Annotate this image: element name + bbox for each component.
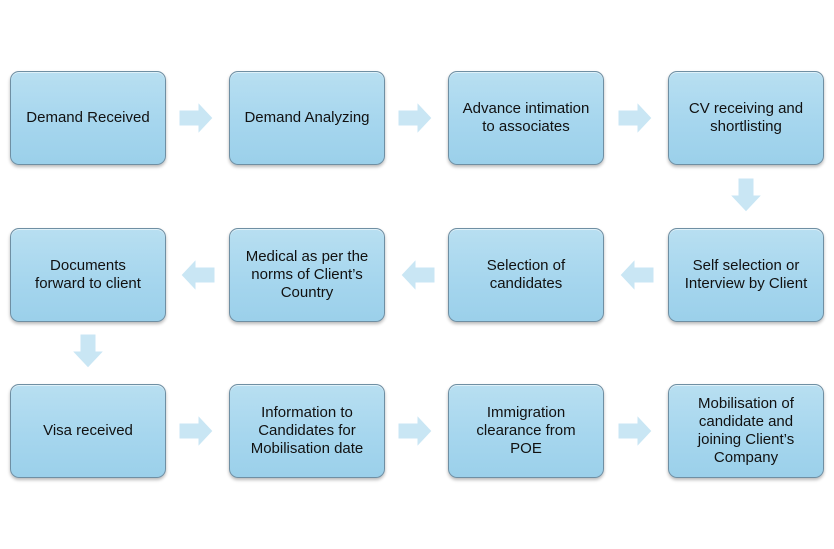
step-selection-of-candidates: Selection of candidates xyxy=(448,228,604,322)
step-label: Immigration clearance from POE xyxy=(476,404,576,457)
arrow-right-icon xyxy=(397,413,433,449)
arrow-right-icon xyxy=(397,100,433,136)
step-mobilisation: Mobilisation of candidate and joining Cl… xyxy=(668,384,824,478)
step-label: Documents forward to client xyxy=(35,257,141,292)
arrow-left-icon xyxy=(619,257,655,293)
step-label: Mobilisation of candidate and joining Cl… xyxy=(697,395,795,466)
step-advance-intimation: Advance intimation to associates xyxy=(448,71,604,165)
step-label: Visa received xyxy=(43,422,133,439)
arrow-right-icon xyxy=(178,100,214,136)
step-label: Demand Received xyxy=(26,109,150,126)
step-medical: Medical as per the norms of Client’s Cou… xyxy=(229,228,385,322)
step-information-to-candidates: Information to Candidates for Mobilisati… xyxy=(229,384,385,478)
arrow-right-icon xyxy=(617,413,653,449)
step-label: Medical as per the norms of Client’s Cou… xyxy=(245,248,369,301)
step-label: Selection of candidates xyxy=(486,257,566,292)
step-label: CV receiving and shortlisting xyxy=(688,100,804,135)
step-cv-receiving: CV receiving and shortlisting xyxy=(668,71,824,165)
step-demand-analyzing: Demand Analyzing xyxy=(229,71,385,165)
step-visa-received: Visa received xyxy=(10,384,166,478)
step-label: Information to Candidates for Mobilisati… xyxy=(250,404,364,457)
step-demand-received: Demand Received xyxy=(10,71,166,165)
arrow-down-icon xyxy=(728,177,764,213)
arrow-left-icon xyxy=(180,257,216,293)
arrow-right-icon xyxy=(617,100,653,136)
step-label: Demand Analyzing xyxy=(244,109,370,126)
step-self-selection: Self selection or Interview by Client xyxy=(668,228,824,322)
step-label: Self selection or Interview by Client xyxy=(684,257,808,292)
arrow-right-icon xyxy=(178,413,214,449)
step-immigration-clearance: Immigration clearance from POE xyxy=(448,384,604,478)
arrow-left-icon xyxy=(400,257,436,293)
step-documents-forward: Documents forward to client xyxy=(10,228,166,322)
step-label: Advance intimation to associates xyxy=(462,100,590,135)
arrow-down-icon xyxy=(70,333,106,369)
